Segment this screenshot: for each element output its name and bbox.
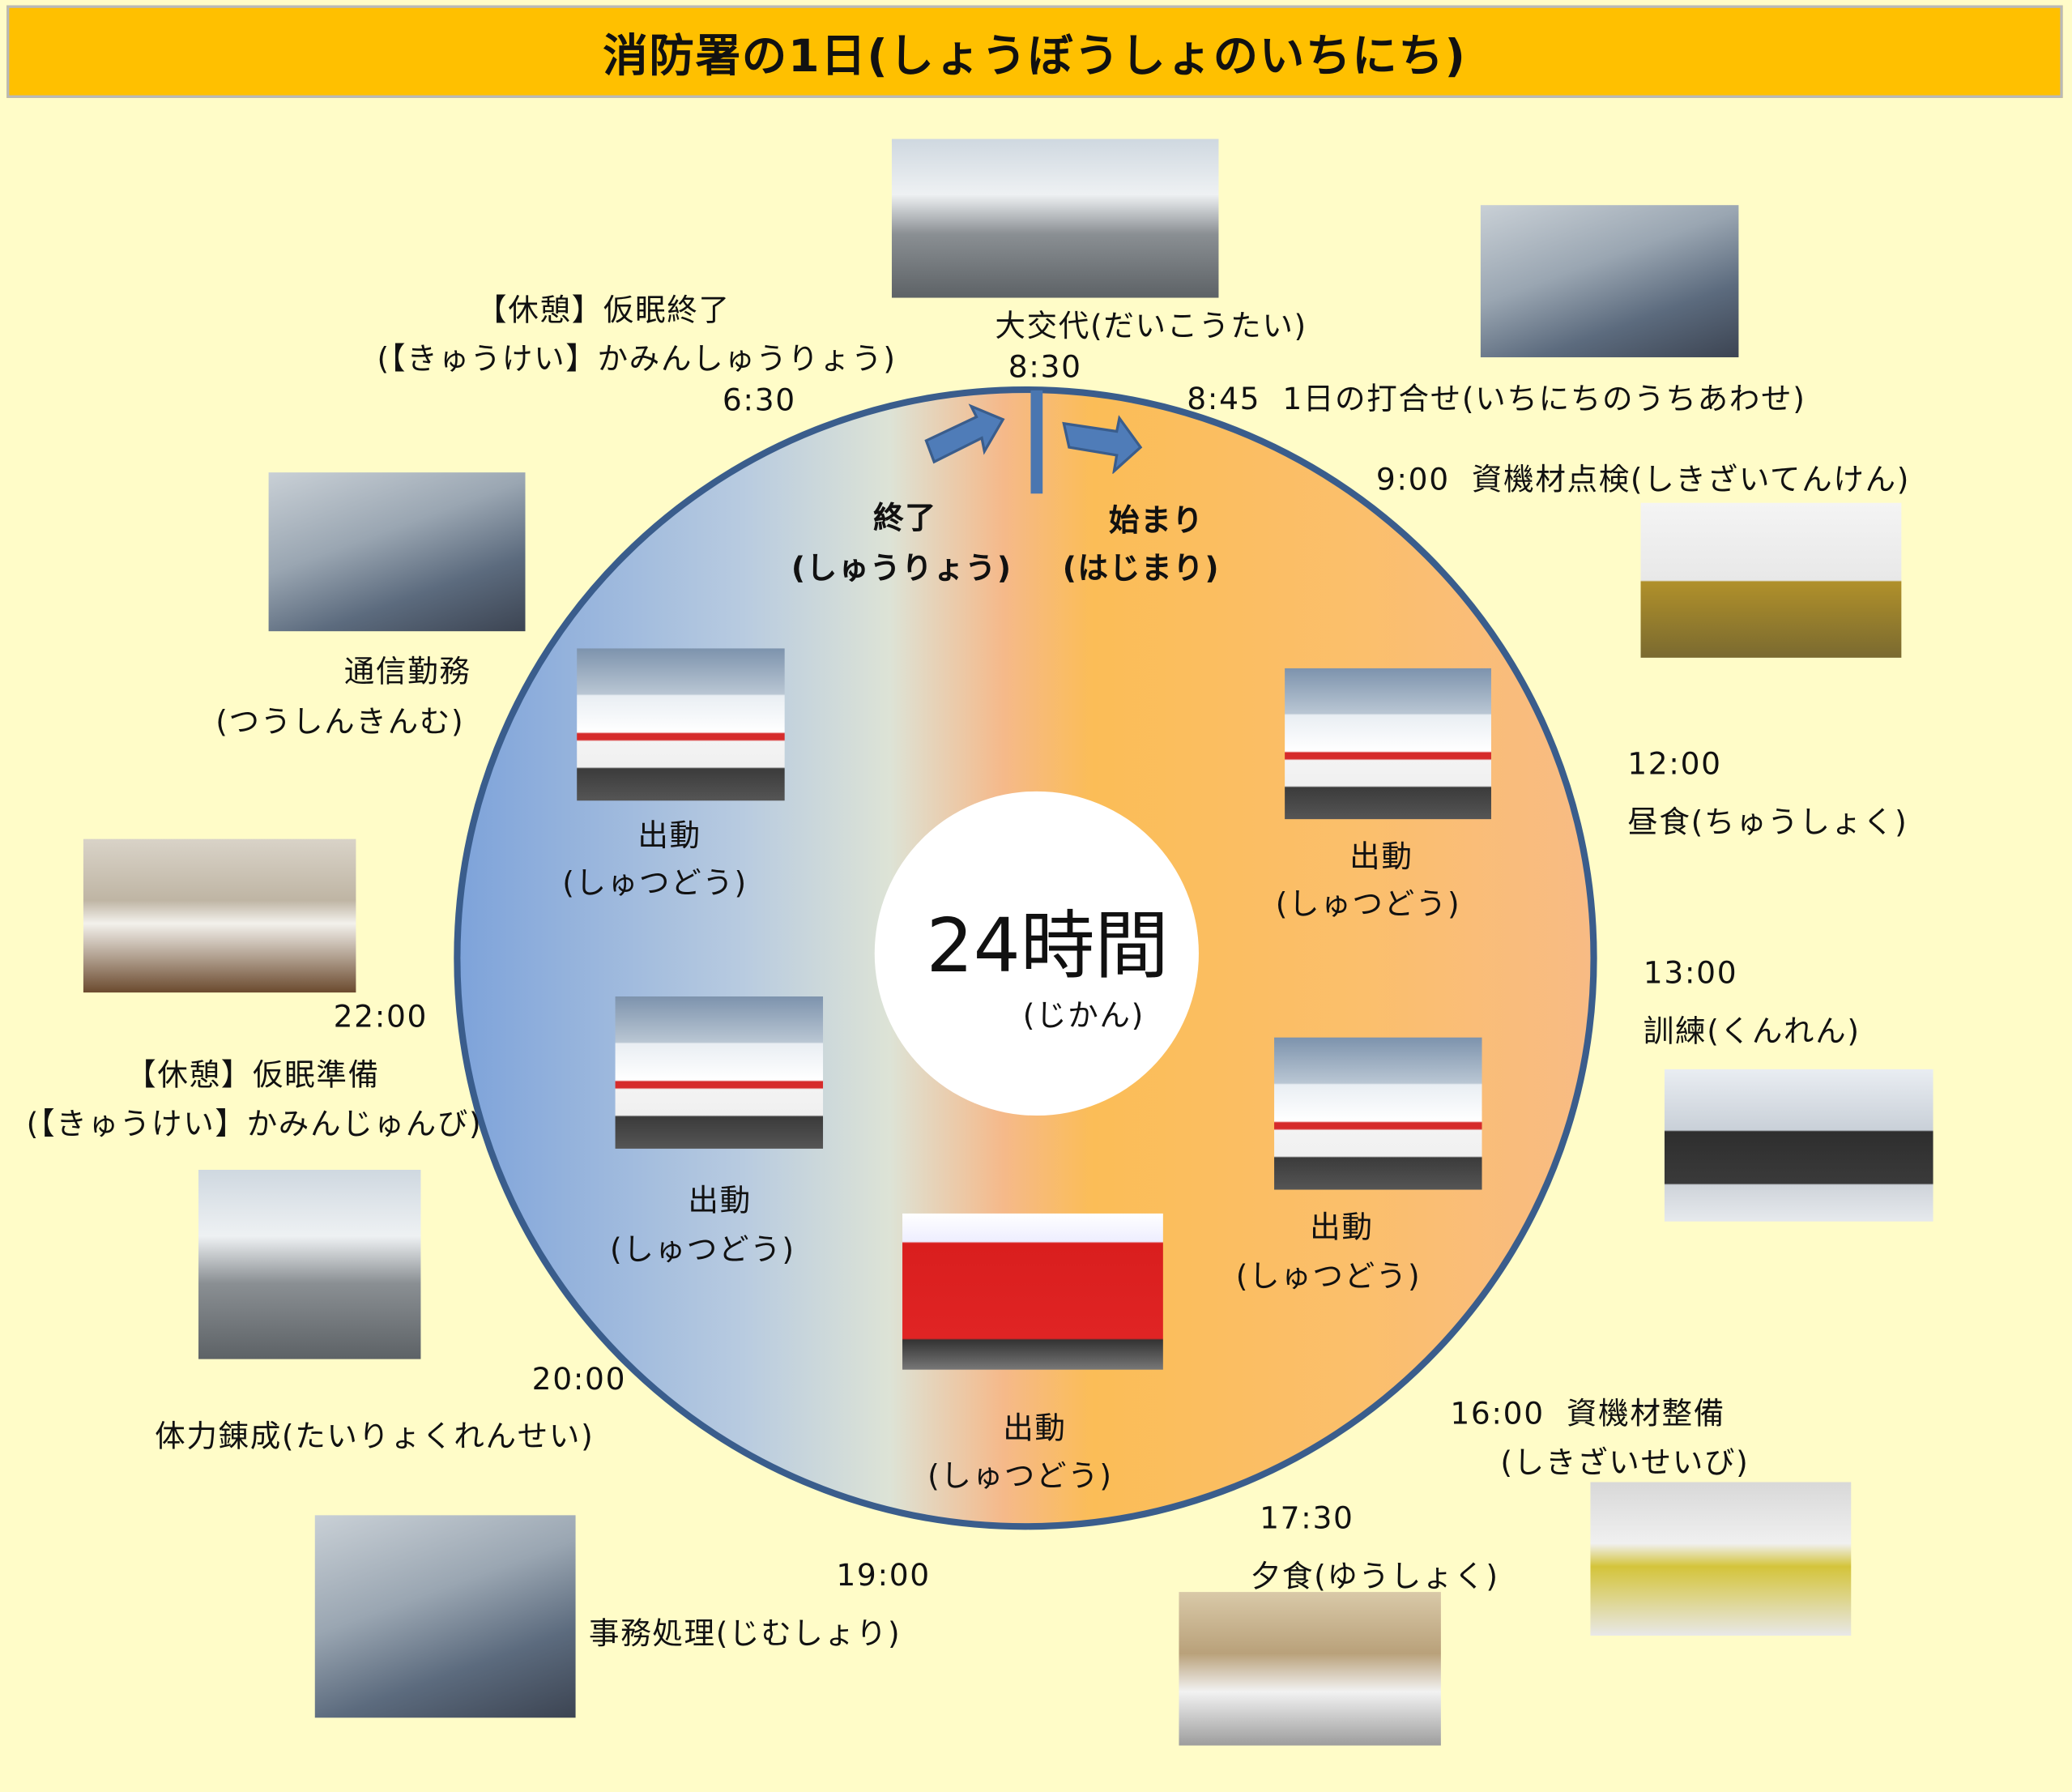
fire-truck-photo — [902, 1213, 1163, 1370]
event-maintenance: 16:00 資機材整備 — [1450, 1389, 1725, 1434]
dispatch-reading: (しゅつどう) — [1275, 888, 1461, 923]
equipment-check-photo — [1640, 502, 1902, 658]
physical-training-photo — [198, 1170, 421, 1359]
event-equipment-check: 9:00 資機材点検(しきざいてんけん) — [1376, 454, 1910, 499]
event-label: 資機材点検(しきざいてんけん) — [1471, 463, 1911, 498]
event-nap-prep-label: 【休憩】仮眠準備 — [126, 1058, 380, 1094]
event-training-label: 訓練(くんれん) — [1643, 1014, 1861, 1050]
equipment-maintenance-photo — [1590, 1482, 1852, 1636]
event-office-time: 19:00 — [836, 1559, 931, 1594]
event-nap-end-reading: (【きゅうけい】かみんしゅうりょう) — [377, 343, 897, 378]
event-fitness-label: 体力錬成(たいりょくれんせい) — [155, 1419, 595, 1455]
shift-change-photo — [891, 139, 1219, 298]
event-lunch-time: 12:00 — [1627, 747, 1722, 783]
event-office-label: 事務処理(じむしょり) — [588, 1617, 902, 1652]
event-nap-end-time: 6:30 — [722, 383, 796, 419]
training-photo — [1664, 1069, 1933, 1222]
title-banner: 消防署の1日(しょうぼうしょのいちにち) — [6, 5, 2063, 98]
event-dinner-label: 夕食(ゆうしょく) — [1250, 1559, 1499, 1595]
dispatch-label: 出動 — [637, 819, 701, 854]
event-time: 9:00 — [1375, 463, 1450, 498]
event-nap-prep-time: 22:00 — [333, 1000, 428, 1035]
event-label: 資機材整備 — [1566, 1397, 1725, 1432]
event-time: 8:45 — [1187, 382, 1261, 417]
dispatch-label: 出動 — [688, 1184, 752, 1219]
office-work-photo — [314, 1515, 576, 1718]
start-reading: (はじまり) — [1062, 552, 1221, 587]
event-time: 16:00 — [1450, 1397, 1545, 1432]
meeting-photo — [1480, 205, 1739, 358]
communications-photo — [268, 472, 526, 632]
arrow-end-icon — [924, 403, 1005, 464]
ambulance-photo — [1274, 1037, 1482, 1190]
event-communications-label: 通信勤務 — [343, 655, 471, 690]
event-fitness-time: 20:00 — [531, 1363, 627, 1397]
center-circle — [874, 791, 1199, 1116]
event-maintenance-reading: (しきざいせいび) — [1500, 1446, 1750, 1481]
dinner-photo — [1179, 1592, 1441, 1746]
start-end-divider — [1030, 390, 1043, 494]
dispatch-label: 出動 — [1349, 840, 1413, 875]
center-title: 24時間 — [926, 903, 1169, 990]
dispatch-reading: (しゅつどう) — [1235, 1260, 1422, 1295]
event-training-time: 13:00 — [1643, 957, 1738, 992]
dispatch-label: 出動 — [1003, 1411, 1067, 1447]
ambulance-photo — [1285, 668, 1491, 820]
event-shift-change-time: 8:30 — [1008, 350, 1082, 386]
center-reading: (じかん) — [1022, 999, 1145, 1034]
event-nap-prep-reading: (【きゅうけい】かみんじゅんび) — [26, 1107, 483, 1142]
dispatch-label: 出動 — [1310, 1210, 1374, 1246]
dispatch-reading: (しゅつどう) — [610, 1233, 795, 1268]
event-label: 1日の打合せ(いちにちのうちあわせ) — [1282, 382, 1806, 417]
event-meeting: 8:45 1日の打合せ(いちにちのうちあわせ) — [1187, 373, 1806, 419]
arrow-start-icon — [1062, 415, 1143, 474]
ambulance-photo — [615, 996, 824, 1149]
end-label: 終了 — [873, 501, 937, 536]
event-nap-end-label: 【休憩】仮眠終了 — [476, 293, 731, 329]
start-label: 始まり — [1108, 504, 1204, 539]
page-title: 消防署の1日(しょうぼうしょのいちにち) — [603, 29, 1467, 83]
event-dinner-time: 17:30 — [1260, 1502, 1354, 1537]
ambulance-photo — [577, 648, 785, 801]
event-lunch-label: 昼食(ちゅうしょく) — [1627, 805, 1908, 841]
dispatch-reading: (しゅつどう) — [562, 866, 748, 902]
dispatch-reading: (しゅつどう) — [927, 1459, 1113, 1495]
nap-prep-photo — [83, 838, 356, 993]
event-shift-change-label: 大交代(だいこうたい) — [995, 309, 1307, 344]
event-communications-reading: (つうしんきんむ) — [215, 705, 465, 740]
end-reading: (しゅうりょう) — [791, 552, 1013, 587]
